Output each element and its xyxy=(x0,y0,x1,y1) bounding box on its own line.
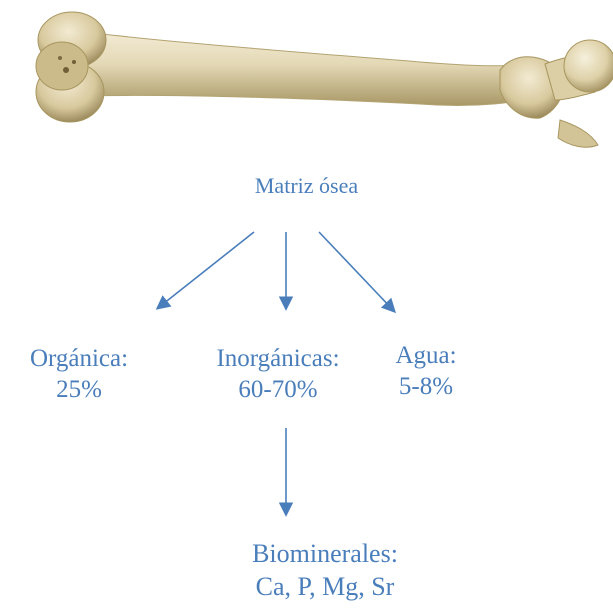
arrow-to-agua xyxy=(319,232,394,311)
node-inorganicas: Inorgánicas: 60-70% xyxy=(187,343,369,406)
node-organica: Orgánica: 25% xyxy=(0,343,158,406)
root-node-matriz-osea: Matriz ósea xyxy=(0,172,613,200)
node-agua-value: 5-8% xyxy=(370,371,482,402)
node-biominerales-title: Biominerales: xyxy=(200,538,450,571)
node-inorganicas-title: Inorgánicas: xyxy=(187,343,369,374)
node-organica-value: 25% xyxy=(0,374,158,405)
node-agua-title: Agua: xyxy=(370,340,482,371)
femur-bone-image xyxy=(36,12,613,147)
node-organica-title: Orgánica: xyxy=(0,343,158,374)
proximal-end xyxy=(500,40,613,147)
arrow-to-organica xyxy=(158,232,254,308)
node-biominerales-value: Ca, P, Mg, Sr xyxy=(200,571,450,604)
node-inorganicas-value: 60-70% xyxy=(187,374,369,405)
root-node-label: Matriz ósea xyxy=(0,172,613,200)
node-biominerales: Biominerales: Ca, P, Mg, Sr xyxy=(200,538,450,603)
node-agua: Agua: 5-8% xyxy=(370,340,482,403)
